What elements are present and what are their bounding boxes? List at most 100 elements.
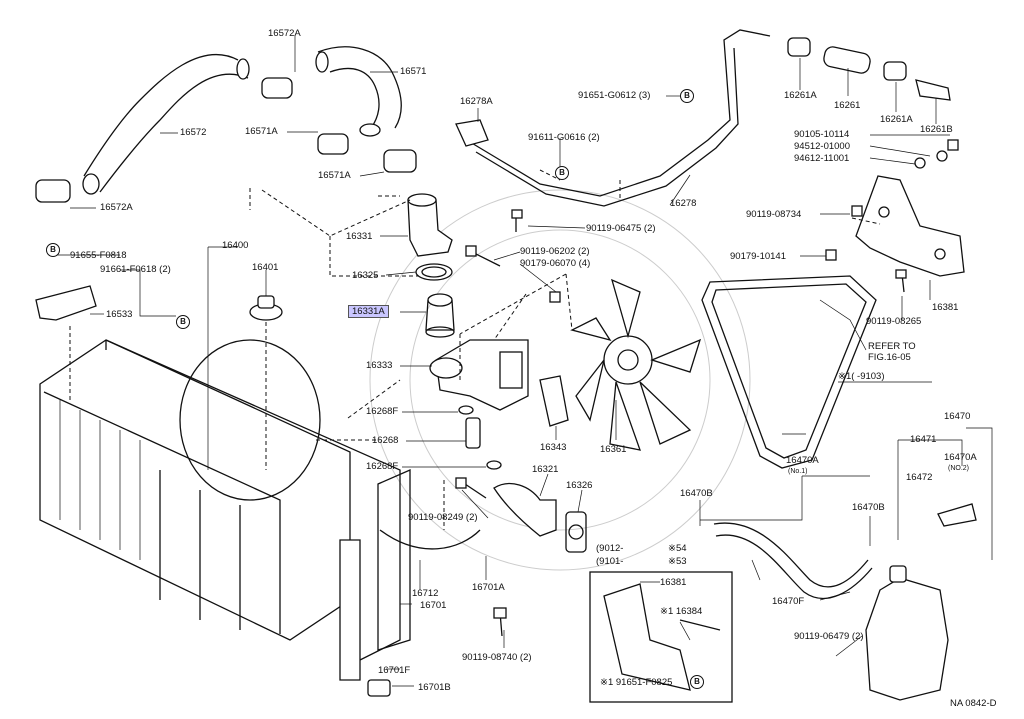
label-16572A: 16572A — [100, 202, 133, 213]
heater-hoses-16261 — [787, 37, 951, 101]
label-date-9101: (9101- — [596, 556, 624, 567]
bypass-pipe-16268 — [458, 405, 502, 470]
label-16331A-highlighted: 16331A — [348, 305, 389, 318]
label-16470A: 16470A — [944, 452, 977, 463]
label-16470A-no2: (NO.2) — [948, 465, 969, 472]
callout-b: B — [176, 315, 190, 329]
label-16701B: 16701B — [418, 682, 451, 693]
label-91611-G0616: 91611-G0616 (2) — [528, 132, 600, 143]
variant-box — [589, 571, 733, 703]
radiator-16400 — [39, 339, 351, 641]
label-16701: 16701 — [420, 600, 447, 611]
gasket-16343 — [539, 375, 569, 427]
label-16470: 16470 — [944, 411, 971, 422]
upper-hose-16571 — [315, 46, 402, 137]
label-16326: 16326 — [566, 480, 593, 491]
label-91661-F0618: 91661-F0618 (2) — [100, 264, 171, 275]
label-16470B: 16470B — [680, 488, 713, 499]
label-16261A: 16261A — [784, 90, 817, 101]
label-16325: 16325 — [352, 270, 379, 281]
callout-b: B — [690, 675, 704, 689]
label-date-range: ※1( -9103) — [838, 371, 885, 382]
label-90119-06479: 90119-06479 (2) — [794, 631, 864, 642]
label-16381-box: 16381 — [660, 577, 687, 588]
label-16571A: 16571A — [245, 126, 278, 137]
label-16571A: 16571A — [318, 170, 351, 181]
assembly-lines — [69, 169, 881, 530]
label-90119-08265: 90119-08265 — [866, 316, 922, 327]
label-16268F: 16268F — [366, 406, 399, 417]
bypass-pipe-16278 — [455, 29, 771, 207]
label-90119-08734: 90119-08734 — [746, 209, 802, 220]
callout-b: B — [46, 243, 60, 257]
label-figure-reference: FIG.16-05 — [868, 352, 911, 363]
overflow-hose — [713, 522, 869, 588]
label-90105-10114: 90105-10114 — [794, 129, 850, 140]
label-16331: 16331 — [346, 231, 373, 242]
label-90119-08740: 90119-08740 (2) — [462, 652, 532, 663]
callout-b: B — [555, 166, 569, 180]
label-90119-08249: 90119-08249 (2) — [408, 512, 478, 523]
label-16343: 16343 — [540, 442, 567, 453]
label-16384: ※1 16384 — [660, 606, 703, 617]
label-16268: 16268 — [372, 435, 399, 446]
outlet-housing-16333 — [429, 339, 529, 411]
diagram-code: NA 0842-D — [950, 698, 997, 709]
label-16470A-no1: (No.1) — [788, 468, 808, 475]
label-16361: 16361 — [600, 444, 627, 455]
label-16381: 16381 — [932, 302, 959, 313]
thermostat-16331A — [425, 293, 455, 338]
label-90119-06202: 90119-06202 (2) — [520, 246, 590, 257]
watermark — [369, 189, 751, 571]
clip-16701B — [367, 679, 391, 697]
label-16470A: 16470A — [786, 455, 819, 466]
label-91651-G0612: 91651-G0612 (3) — [578, 90, 651, 101]
callout-b: B — [680, 89, 694, 103]
label-16712: 16712 — [412, 588, 439, 599]
label-mark-54: ※54 — [668, 543, 687, 554]
label-16278A: 16278A — [460, 96, 493, 107]
label-16321: 16321 — [532, 464, 559, 475]
label-94512-01000: 94512-01000 — [794, 141, 850, 152]
label-16471: 16471 — [910, 434, 937, 445]
bracket-16381 — [855, 175, 965, 277]
label-16572: 16572 — [180, 127, 207, 138]
fan-shroud — [105, 339, 481, 681]
label-16268F: 16268F — [366, 461, 399, 472]
label-90179-06070: 90179-06070 (4) — [520, 258, 591, 269]
bracket-16533 — [35, 285, 97, 321]
inlet-16321 — [493, 483, 587, 553]
label-94612-11001: 94612-11001 — [794, 153, 850, 164]
label-16401: 16401 — [252, 262, 279, 273]
label-16470F: 16470F — [772, 596, 805, 607]
radiator-cap-16401 — [249, 295, 283, 321]
leader-lines — [53, 35, 993, 687]
label-16701F: 16701F — [378, 665, 411, 676]
label-mark-53: ※53 — [668, 556, 687, 567]
label-date-9012: (9012- — [596, 543, 624, 554]
label-16261A: 16261A — [880, 114, 913, 125]
label-16470B: 16470B — [852, 502, 885, 513]
lower-hose-16572 — [82, 53, 250, 195]
label-16571: 16571 — [400, 66, 427, 77]
label-90119-06475: 90119-06475 (2) — [586, 223, 656, 234]
label-16572A: 16572A — [268, 28, 301, 39]
label-16261: 16261 — [834, 100, 861, 111]
fan-16361 — [570, 278, 702, 451]
label-16278: 16278 — [670, 198, 697, 209]
label-16400: 16400 — [222, 240, 249, 251]
label-16261B: 16261B — [920, 124, 953, 135]
label-16472: 16472 — [906, 472, 933, 483]
label-16701A: 16701A — [472, 582, 505, 593]
label-90179-10141: 90179-10141 — [730, 251, 786, 262]
label-91655-F0818: 91655-F0818 — [70, 250, 127, 261]
bolts — [455, 139, 959, 637]
label-refer-to: REFER TO — [868, 341, 916, 352]
v-belt — [701, 275, 877, 469]
label-16333: 16333 — [366, 360, 393, 371]
hose-clamps — [35, 77, 417, 203]
reservoir-16470 — [865, 503, 977, 701]
water-inlet-16331 — [407, 193, 453, 281]
